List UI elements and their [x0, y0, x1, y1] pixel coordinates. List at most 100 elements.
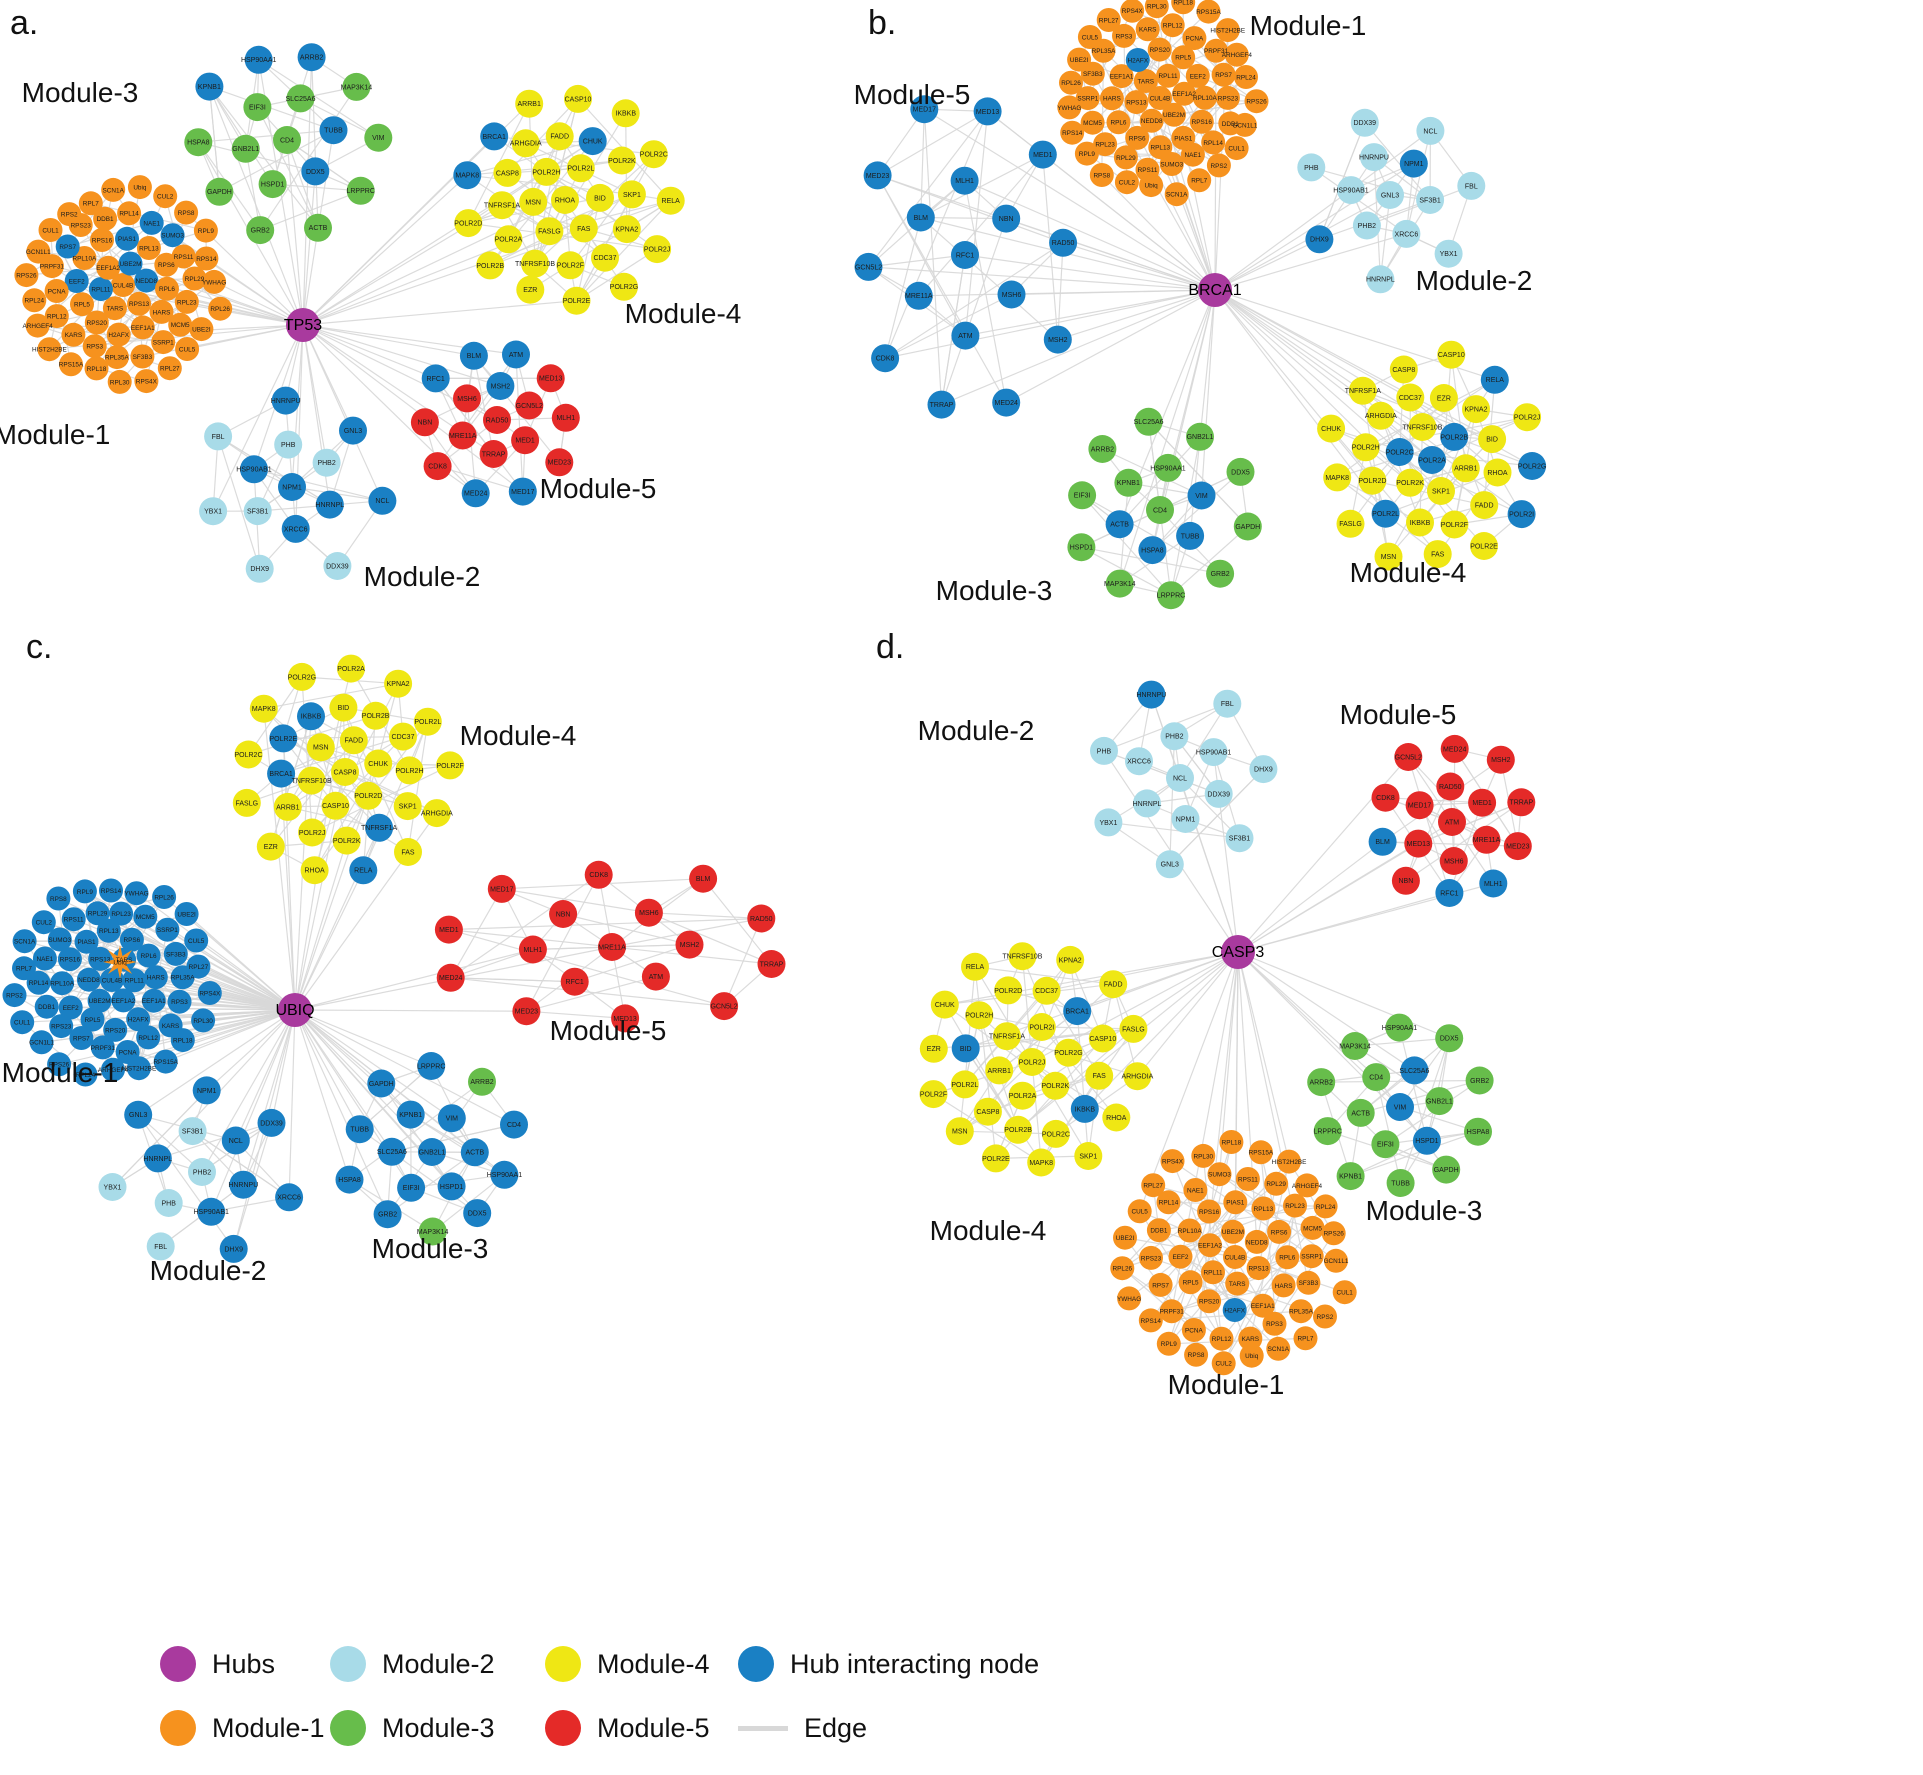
node-label: NAE1	[37, 956, 54, 963]
edge	[21, 1021, 86, 1075]
node-label: RPS2	[1317, 1314, 1334, 1321]
node-EEF2	[1185, 63, 1210, 88]
node-label: DDX39	[260, 1120, 283, 1127]
node-label: GCN1L1	[26, 249, 51, 256]
node-ATM	[502, 340, 530, 369]
node-CASP8	[493, 158, 522, 187]
module-label: Module-4	[930, 1215, 1047, 1246]
legend-item-module-5: Module-5	[545, 1708, 710, 1748]
node-label: TNFRSF1A	[361, 825, 398, 832]
edge	[450, 888, 503, 979]
edge	[1437, 472, 1498, 555]
node-RPL24	[22, 288, 47, 313]
node-TNFRSF1A	[1348, 376, 1377, 405]
node-RPL5	[1178, 1270, 1203, 1295]
node-XRCC6	[1125, 747, 1153, 776]
node-label: RPL7	[1191, 178, 1207, 185]
node-label: RPS13	[1126, 100, 1147, 107]
node-RPS4X	[1160, 1149, 1185, 1174]
node-MED13	[1404, 829, 1433, 858]
node-label: GRB2	[378, 1212, 397, 1219]
node-label: EIF3I	[403, 1185, 420, 1192]
node-label: RAD50	[1052, 240, 1075, 247]
node-MED17	[1405, 791, 1434, 820]
edge	[1041, 1026, 1117, 1118]
node-label: RPL10A	[72, 255, 97, 262]
node-SSRP1	[1299, 1244, 1324, 1269]
node-RPL13	[1148, 135, 1173, 160]
node-EEF2	[64, 269, 89, 293]
edge	[387, 1151, 476, 1215]
node-label: FBL	[1465, 183, 1478, 190]
node-label: RPS23	[71, 222, 92, 229]
node-KPNB1	[1114, 468, 1143, 497]
module-label: Module-3	[1366, 1195, 1483, 1226]
edge	[1179, 703, 1228, 779]
node-label: MED1	[1472, 800, 1492, 807]
node-label: ARHGDIA	[421, 811, 453, 818]
edge	[208, 86, 319, 229]
node-MCM5	[1300, 1215, 1325, 1240]
star-node-Ubiq	[103, 945, 137, 979]
node-YWHAG	[1057, 95, 1082, 120]
node-label: MAPK8	[252, 706, 276, 713]
edge	[253, 468, 383, 502]
node-label: TARS	[116, 957, 133, 964]
legend-label-hub-interacting: Hub interacting node	[790, 1648, 1040, 1679]
module-label: Module-4	[460, 720, 577, 751]
node-NBN	[549, 900, 578, 928]
node-VIM	[364, 123, 393, 152]
node-label: SSRP1	[153, 340, 174, 347]
node-BID	[951, 1034, 980, 1063]
node-label: TUBB	[350, 1127, 369, 1134]
node-label: MAP3K14	[341, 84, 373, 91]
node-YBX1	[1094, 808, 1123, 837]
node-RELA	[961, 952, 989, 981]
node-NEDD8	[76, 967, 101, 992]
node-label: SF3B1	[1229, 836, 1251, 843]
node-label: RPL27	[160, 366, 180, 373]
node-label: IKBKB	[301, 714, 322, 721]
node-label: POLR2L	[1372, 511, 1399, 518]
node-label: HSPA8	[1467, 1129, 1490, 1136]
node-POLR2A	[1418, 446, 1446, 474]
edge	[311, 57, 319, 228]
node-label: CUL1	[1228, 146, 1245, 153]
node-CASP10	[564, 84, 592, 113]
edge	[467, 140, 593, 176]
node-label: GNL3	[129, 1112, 147, 1119]
node-ARRB1	[515, 89, 544, 118]
node-label: SKP1	[1079, 1153, 1097, 1160]
node-label: ARHGDIA	[1365, 413, 1397, 420]
node-label: RPL27	[1099, 17, 1119, 24]
node-RPS15A	[59, 352, 83, 377]
node-label: HSP90AB1	[1333, 188, 1369, 195]
node-label: GNL3	[1161, 862, 1179, 869]
node-label: EIF3I	[1074, 493, 1091, 500]
node-RFC1	[421, 364, 450, 393]
node-IKBKB	[1070, 1094, 1099, 1123]
node-label: RPS6	[1129, 135, 1146, 142]
node-label: CASP10	[565, 96, 592, 103]
node-label: MED23	[1506, 844, 1529, 851]
node-label: DHX9	[250, 566, 269, 573]
node-RPS23	[49, 1014, 74, 1039]
edge	[362, 721, 429, 871]
node-label: MED1	[439, 927, 459, 934]
node-label: RPL6	[159, 286, 175, 293]
panel-letter-b: b.	[868, 4, 897, 42]
node-HSPA8	[184, 128, 213, 157]
edge	[450, 977, 725, 1007]
node-label: CUL5	[1132, 1209, 1149, 1216]
node-label: GCN1L1	[1232, 122, 1257, 129]
node-label: POLR2D	[994, 988, 1022, 995]
node-label: MED23	[515, 1009, 538, 1016]
edge	[302, 324, 436, 379]
edge	[448, 929, 725, 1007]
node-label: RPL29	[1266, 1181, 1286, 1188]
node-label: POLR2F	[920, 1092, 947, 1099]
node-RPS4X	[134, 369, 159, 394]
edge	[1195, 951, 1239, 1355]
node-RPL7	[12, 956, 36, 981]
node-label: RFC1	[956, 252, 974, 259]
